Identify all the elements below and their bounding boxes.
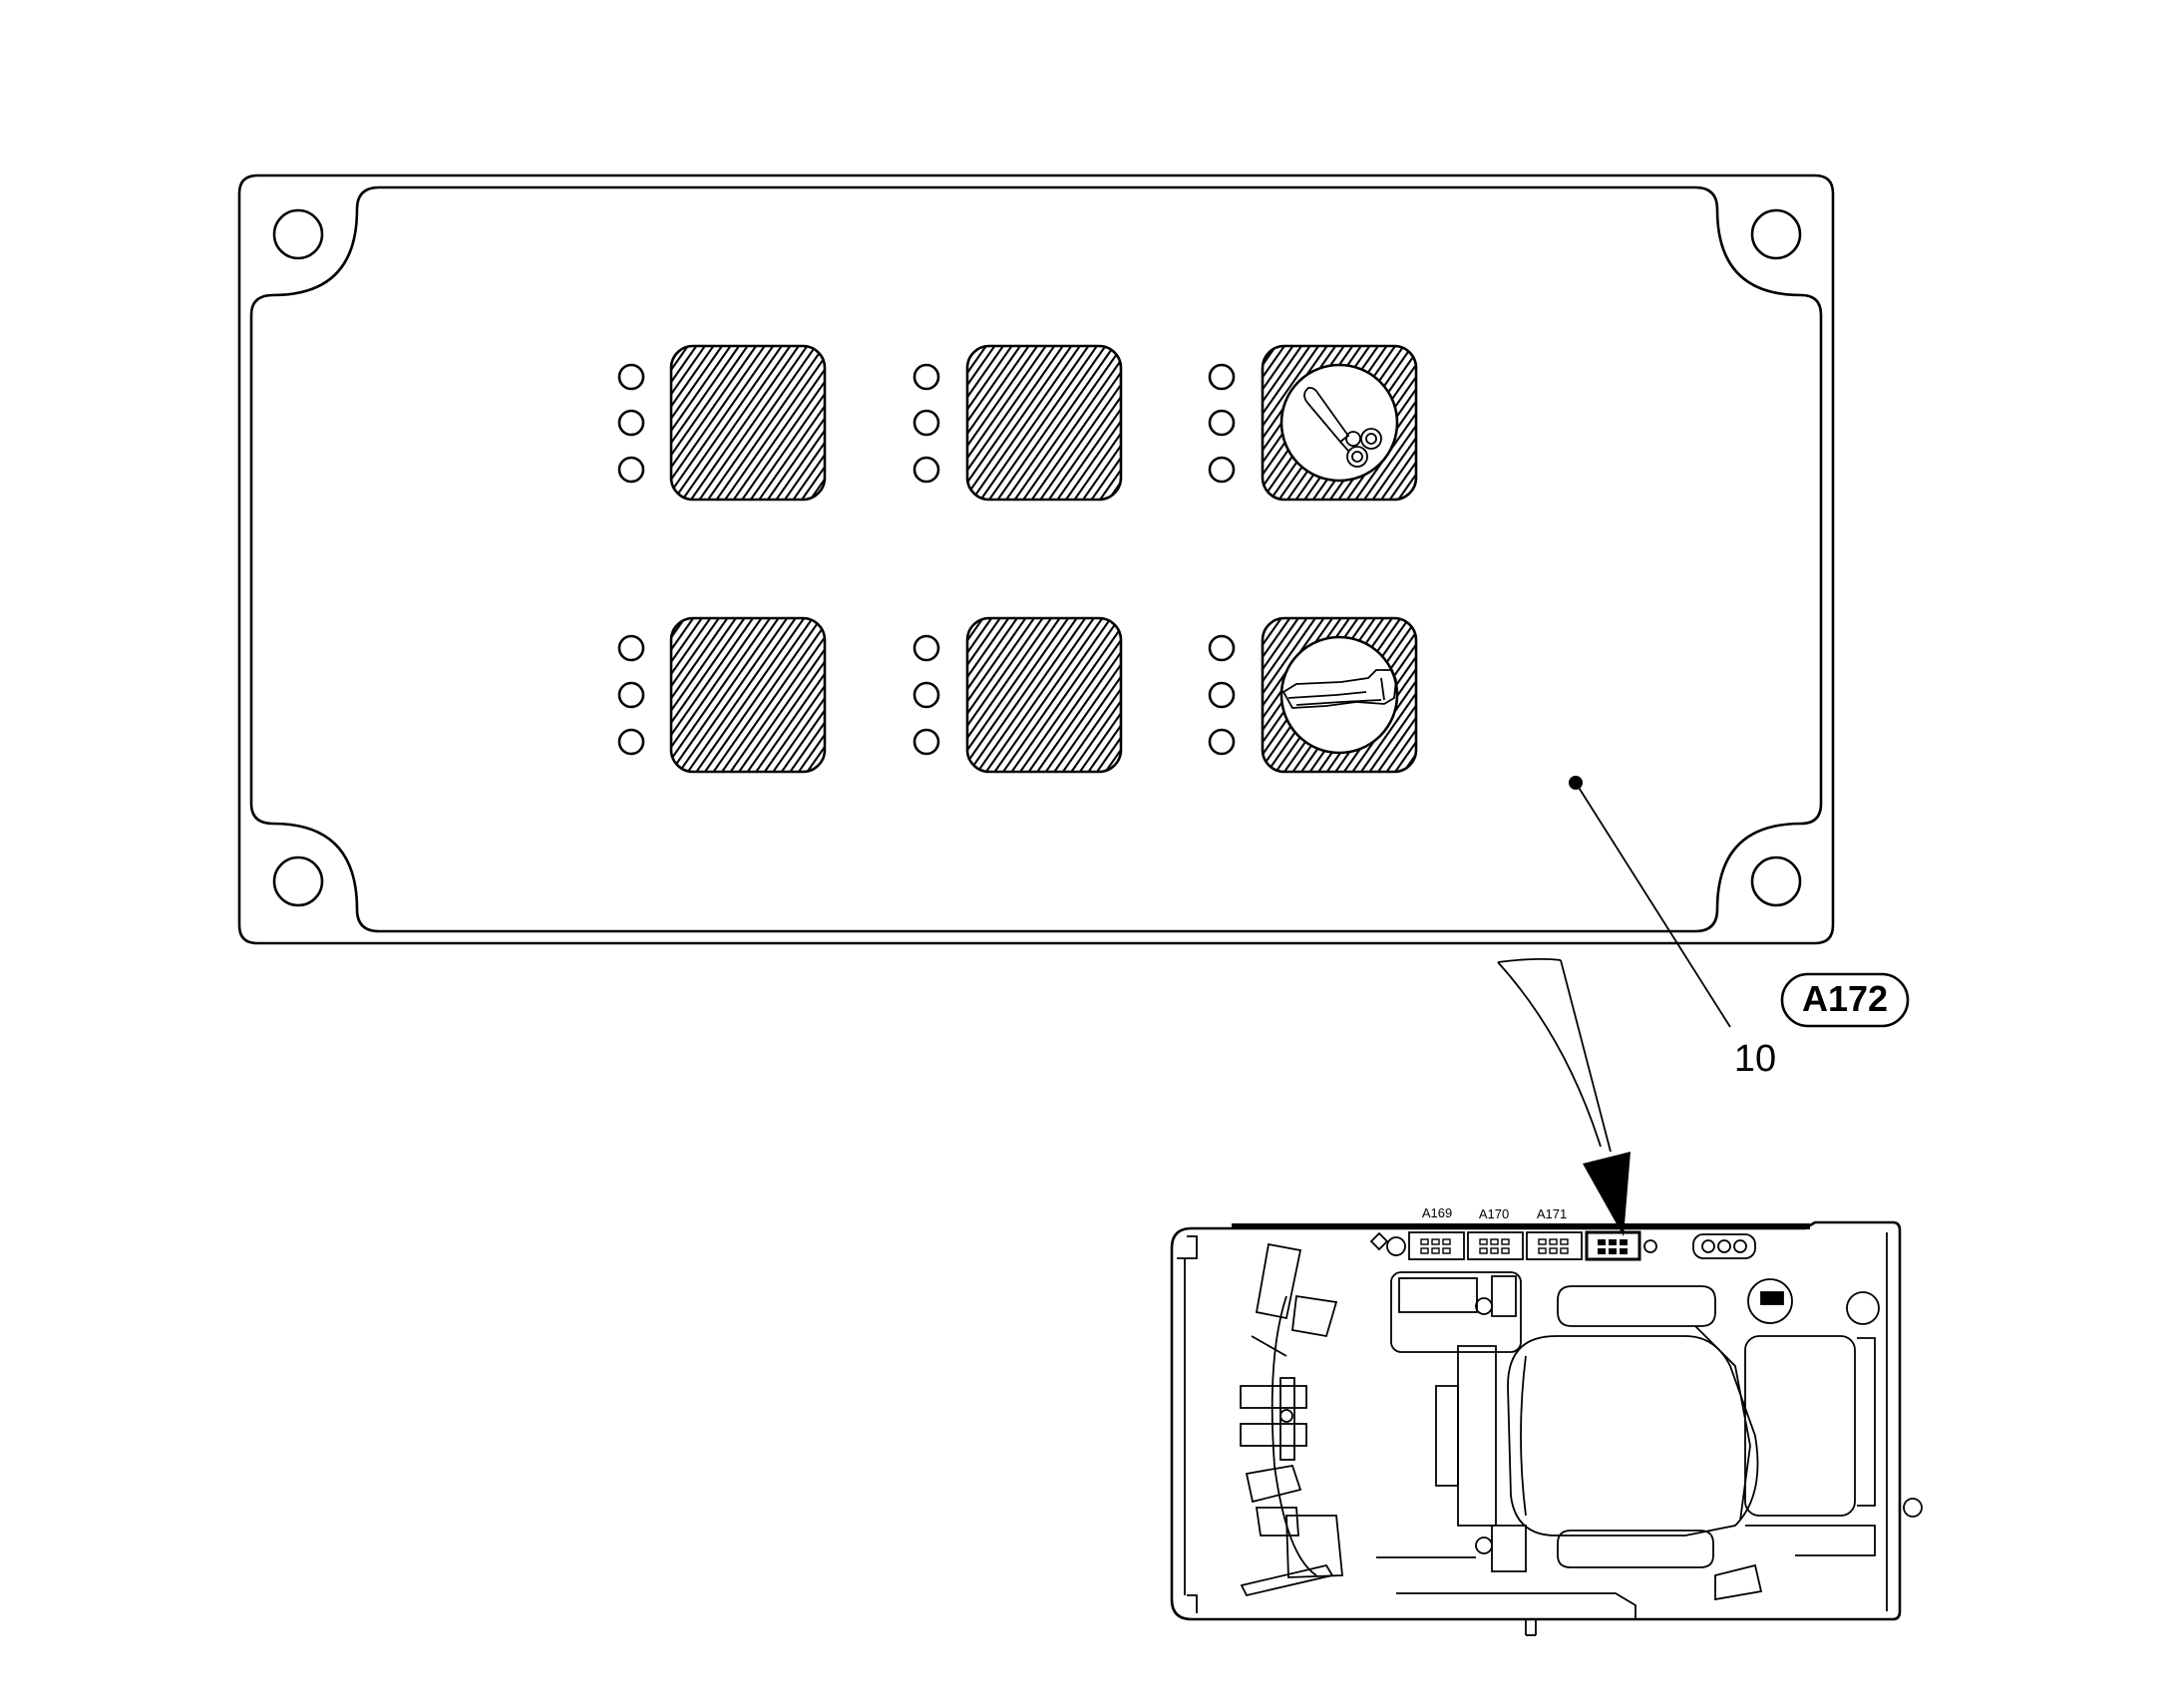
left-controls xyxy=(1240,1242,1343,1597)
indicator-led xyxy=(617,363,645,391)
scissors-icon xyxy=(1303,386,1382,468)
rocker-switch xyxy=(965,616,1123,774)
panel-inner-plate xyxy=(249,185,1823,933)
indicator-led xyxy=(617,728,645,756)
cab-outline xyxy=(1170,1220,1902,1621)
mounting-hole-bottom-left xyxy=(272,855,324,907)
rocker-switch xyxy=(669,344,827,502)
console-modules xyxy=(1369,1230,1756,1261)
switch-1 xyxy=(617,344,827,502)
indicator-led xyxy=(1208,409,1236,437)
switch-5 xyxy=(912,616,1123,774)
indicator-led xyxy=(617,681,645,709)
floor-lines xyxy=(1376,1556,1636,1636)
switch-2 xyxy=(912,344,1123,502)
indicator-led xyxy=(617,409,645,437)
indicator-led xyxy=(912,681,940,709)
rocker-switch xyxy=(965,344,1123,502)
item-number-label: 10 xyxy=(1734,1038,1776,1080)
switch-4 xyxy=(617,616,827,774)
switch-6 xyxy=(1208,616,1418,774)
part-code-label: A172 xyxy=(1802,978,1888,1019)
module-label-a170: A170 xyxy=(1479,1206,1509,1221)
indicator-led xyxy=(912,728,940,756)
indicator-led xyxy=(1208,363,1236,391)
switch-3 xyxy=(1208,344,1418,502)
leader-line xyxy=(1575,782,1731,1028)
indicator-led xyxy=(1208,634,1236,662)
panel-outer-plate xyxy=(237,173,1835,945)
rocker-switch xyxy=(669,616,827,774)
indicator-led xyxy=(617,456,645,484)
indicator-led xyxy=(912,634,940,662)
switch-panel xyxy=(237,173,1835,1028)
operator-seat xyxy=(1390,1271,1759,1572)
indicator-led xyxy=(912,409,940,437)
module-label-a171: A171 xyxy=(1537,1206,1567,1221)
module-label-a169: A169 xyxy=(1422,1205,1452,1220)
right-side-controls xyxy=(1714,1278,1923,1601)
cab-overview: A169 A170 A171 xyxy=(1170,1205,1923,1636)
indicator-led xyxy=(912,456,940,484)
mounting-hole-bottom-right xyxy=(1750,855,1802,907)
location-callout-arrow xyxy=(1497,957,1631,1236)
indicator-led xyxy=(617,634,645,662)
indicator-led xyxy=(1208,728,1236,756)
indicator-led xyxy=(912,363,940,391)
stapler-icon xyxy=(1281,669,1397,709)
mounting-hole-top-left xyxy=(272,208,324,260)
indicator-led xyxy=(1208,681,1236,709)
indicator-led xyxy=(1208,456,1236,484)
part-code-badge: A172 xyxy=(1780,972,1910,1028)
mounting-hole-top-right xyxy=(1750,208,1802,260)
